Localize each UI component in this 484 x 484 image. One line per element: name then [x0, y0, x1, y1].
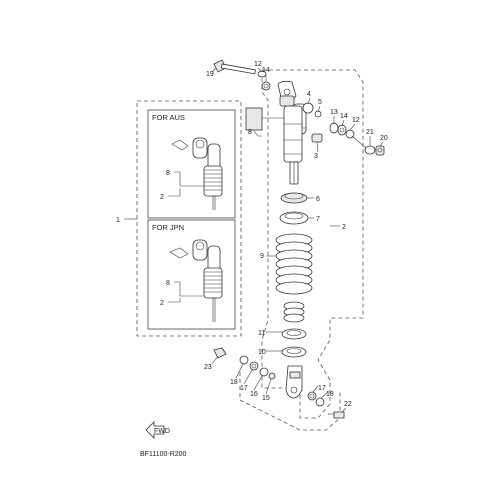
part-label-13: 13 — [330, 109, 338, 116]
bearing-13 — [329, 122, 339, 134]
part-label-20: 20 — [380, 135, 388, 142]
variant-panel: FOR AUS FOR JPN — [124, 100, 242, 337]
part-label-12-side: 12 — [352, 117, 360, 124]
fwd-label: FWD — [154, 428, 170, 435]
box-title-jpn: FOR JPN — [152, 223, 184, 232]
variant-box-jpn — [147, 219, 236, 330]
box-title-aus: FOR AUS — [152, 113, 185, 122]
part-label-7: 7 — [316, 216, 320, 223]
bump-stop — [283, 301, 305, 323]
spring-9 — [275, 233, 313, 295]
part-label-12-top: 12 — [254, 61, 262, 68]
adjuster-7 — [279, 211, 309, 225]
part-label-8-aus: 8 — [166, 170, 170, 177]
part-label-5: 5 — [318, 99, 322, 106]
shock-unit-jpn — [169, 239, 223, 322]
locknut-6 — [280, 192, 308, 204]
shock-unit-aus — [171, 137, 223, 210]
part-label-17-right: 17 — [318, 385, 326, 392]
damper-body — [283, 105, 303, 163]
part-label-9: 9 — [260, 253, 264, 260]
seal-14-upper — [261, 81, 271, 91]
washer-4 — [302, 102, 314, 114]
part-label-15: 15 — [262, 395, 270, 402]
main-shock-absorber — [245, 80, 307, 185]
part-label-3: 3 — [314, 153, 318, 160]
part-label-23: 23 — [204, 364, 212, 371]
part-label-16: 16 — [250, 391, 258, 398]
part-label-18-left: 18 — [230, 379, 238, 386]
variant-box-aus — [147, 109, 236, 219]
part-number-labels: 19 12 14 4 5 13 14 12 21 20 8 3 6 7 2 9 … — [116, 61, 388, 408]
bearing-16 — [259, 367, 269, 377]
upper-mount-hardware — [213, 59, 385, 156]
part-label-2-jpn: 2 — [160, 300, 164, 307]
part-label-2-main: 2 — [342, 224, 346, 231]
part-label-11: 11 — [258, 330, 265, 337]
part-label-17-left: 17 — [240, 385, 248, 392]
collar-18-left — [239, 355, 249, 365]
seal-17-left — [249, 361, 259, 371]
spring-stack — [275, 192, 313, 358]
seal-14-side — [337, 124, 347, 136]
bolt-22 — [333, 411, 345, 419]
adjuster-bracket — [245, 107, 263, 131]
seal-17-right — [307, 391, 317, 401]
collar-18-right — [315, 397, 325, 407]
spring-jpn — [203, 267, 223, 299]
part-label-8-jpn: 8 — [166, 280, 170, 287]
label-leaders — [211, 67, 384, 413]
washer-21 — [364, 145, 376, 155]
part-label-18-right: 18 — [326, 391, 334, 398]
part-label-14-top: 14 — [262, 67, 270, 74]
part-label-19: 19 — [206, 71, 214, 78]
fwd-arrow-icon: FWD — [145, 421, 170, 439]
nut-23 — [213, 347, 227, 359]
lower-mount-hardware — [213, 347, 345, 419]
part-label-4: 4 — [307, 91, 311, 98]
part-label-14-side: 14 — [340, 113, 348, 120]
variant-panel-outer — [136, 100, 242, 337]
assembly-outline — [261, 69, 364, 419]
part-label-8-main: 8 — [248, 129, 252, 136]
part-label-6: 6 — [316, 196, 320, 203]
part-label-2-aus: 2 — [160, 194, 164, 201]
nut-20 — [375, 145, 385, 156]
collar-15 — [268, 372, 276, 380]
part-label-10: 10 — [258, 349, 266, 356]
part-label-22: 22 — [344, 401, 352, 408]
oring-5 — [314, 110, 322, 118]
bolt-3 — [311, 133, 323, 143]
reference-code: BF11100-R200 — [140, 451, 187, 458]
part-label-1: 1 — [116, 217, 120, 224]
part-label-21: 21 — [366, 129, 374, 136]
spring-aus — [203, 165, 223, 197]
